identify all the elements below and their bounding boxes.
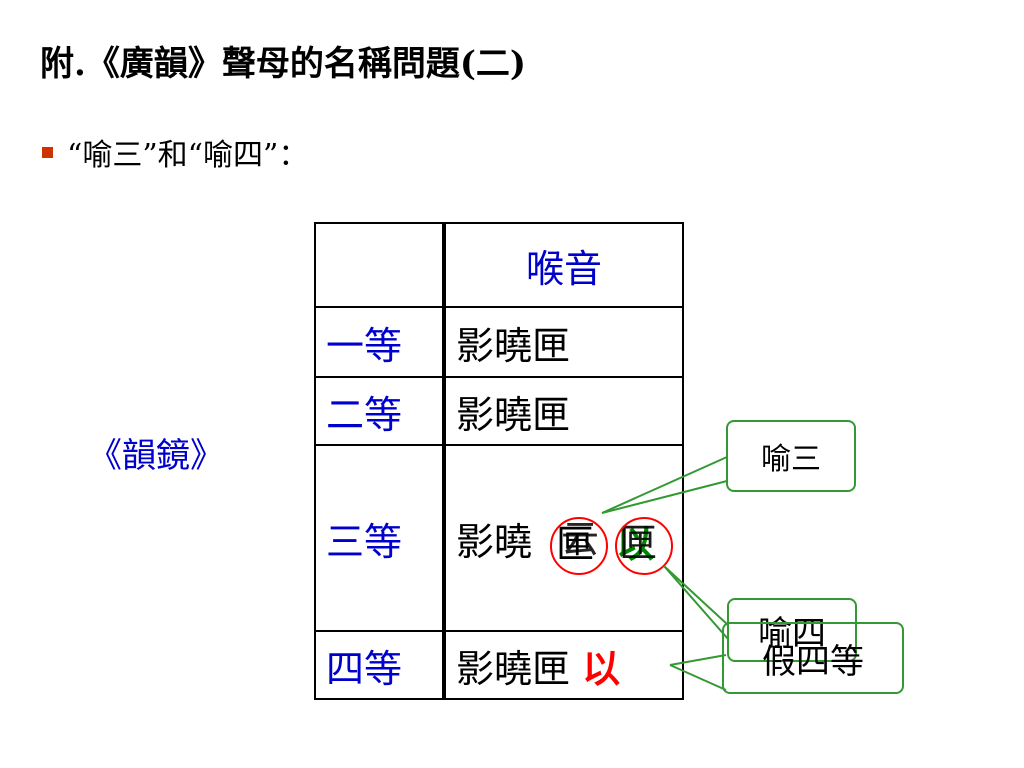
table-header-cell: 喉音 — [443, 222, 684, 308]
bullet-square-icon — [42, 146, 53, 158]
table-row: 二等 影曉匣 — [314, 376, 684, 446]
side-label: 《韻鏡》 — [88, 436, 224, 476]
bullet-line: “喻三”和“喻四”： — [42, 130, 308, 174]
bullet-text: “喻三”和“喻四”： — [67, 138, 309, 173]
table-header-row: 喉音 — [314, 222, 684, 308]
line-to-yusan — [601, 456, 728, 514]
callout-yusan: 喻三 — [726, 420, 856, 492]
table-corner-cell — [314, 222, 446, 308]
table-row: 四等 影曉匣 以 — [314, 630, 684, 700]
table-row: 一等 影曉匣 — [314, 306, 684, 378]
grade-cell: 二等 — [314, 376, 446, 446]
page-title: 附.《廣韻》聲母的名稱問題(二) — [40, 44, 527, 84]
initials-cell: 影曉匣 — [443, 376, 684, 446]
grade-cell: 四等 — [314, 630, 446, 700]
red-circle-1 — [550, 517, 608, 575]
line-to-jiasideng-2 — [669, 664, 727, 691]
initials-prefix: 影曉 — [456, 519, 533, 564]
callout-jiasideng: 假四等 — [722, 622, 904, 694]
grade-cell: 三等 — [314, 444, 446, 632]
yi-highlight: 以 — [582, 645, 621, 691]
line-to-jiasideng — [669, 654, 727, 666]
callout-yusi: 喻四 — [727, 598, 857, 662]
grade-cell: 一等 — [314, 306, 446, 378]
line-to-yusi-2 — [663, 565, 729, 640]
line-to-yusi — [663, 565, 729, 626]
initials-cell: 影曉匣 以 — [443, 630, 684, 700]
initials-table: 喉音 一等 影曉匣 二等 影曉匣 三等 影曉 四等 影曉匣 以 — [314, 222, 684, 700]
initials-text: 影曉匣 — [456, 646, 571, 691]
line-to-yusan-2 — [601, 480, 728, 514]
red-circle-2 — [615, 517, 673, 575]
initials-cell: 影曉匣 — [443, 306, 684, 378]
